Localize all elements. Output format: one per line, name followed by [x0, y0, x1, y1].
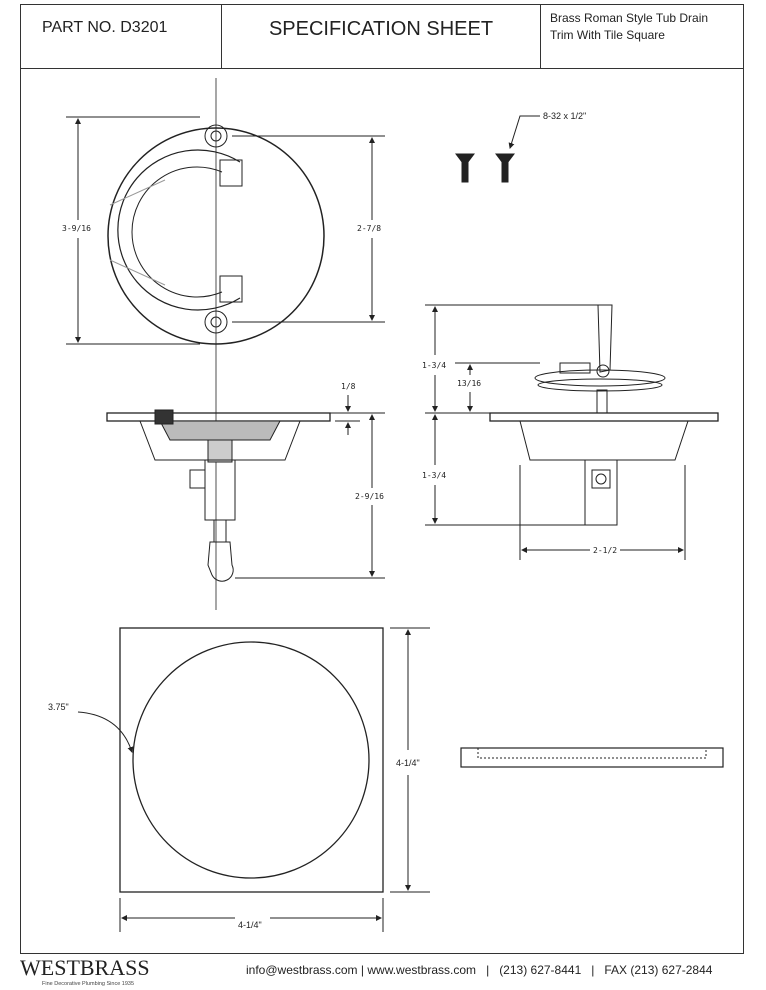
description-line-1: Brass Roman Style Tub Drain — [550, 11, 709, 25]
tile-edge-profile — [460, 747, 724, 768]
screw-icons — [455, 153, 515, 183]
fax: FAX (213) 627-2844 — [604, 963, 713, 977]
label-circle-diameter: 3.75" — [48, 702, 69, 712]
dim-flange-thickness — [335, 395, 360, 435]
westbrass-logo: WESTBRASS — [20, 955, 150, 980]
dim-top-diameter — [66, 116, 200, 345]
label-screw: 8-32 x 1/2" — [543, 111, 586, 121]
page-title: SPECIFICATION SHEET — [268, 18, 494, 40]
label-square-width: 4-1/4" — [238, 920, 262, 930]
label-body-width: 2-1/2 — [593, 546, 617, 555]
label-left-height: 2-9/16 — [355, 492, 384, 501]
title-cell: SPECIFICATION SHEET — [222, 4, 541, 68]
label-top-diameter: 3-9/16 — [62, 224, 91, 233]
tile-square-view — [77, 627, 430, 932]
website-link[interactable]: www.westbrass.com — [367, 963, 477, 977]
header: PART NO. D3201 SPECIFICATION SHEET Brass… — [20, 4, 744, 69]
label-flange-thickness: 1/8 — [341, 382, 356, 391]
label-hole-spacing: 2-7/8 — [357, 224, 381, 233]
part-number: PART NO. D3201 — [42, 19, 168, 36]
label-right-lower-height: 1-3/4 — [422, 471, 446, 480]
logo-tagline: Fine Decorative Plumbing Since 1935 — [42, 981, 135, 987]
phone: (213) 627-8441 — [499, 963, 582, 977]
label-right-upper-height: 1-3/4 — [422, 361, 446, 370]
right-side-view — [489, 304, 719, 526]
label-lever-height: 13/16 — [457, 379, 481, 388]
left-side-view — [106, 409, 331, 582]
part-number-cell: PART NO. D3201 — [20, 4, 222, 68]
dim-left-height — [235, 412, 385, 579]
top-view-flange — [107, 124, 325, 345]
dim-right-heights — [425, 304, 686, 560]
page-border — [20, 4, 744, 954]
description-line-2: Trim With Tile Square — [550, 28, 665, 42]
label-square-height: 4-1/4" — [396, 758, 420, 768]
dim-hole-spacing — [232, 135, 385, 323]
contact-info: info@westbrass.com | www.westbrass.com |… — [246, 963, 713, 977]
email-link[interactable]: info@westbrass.com — [246, 963, 358, 977]
